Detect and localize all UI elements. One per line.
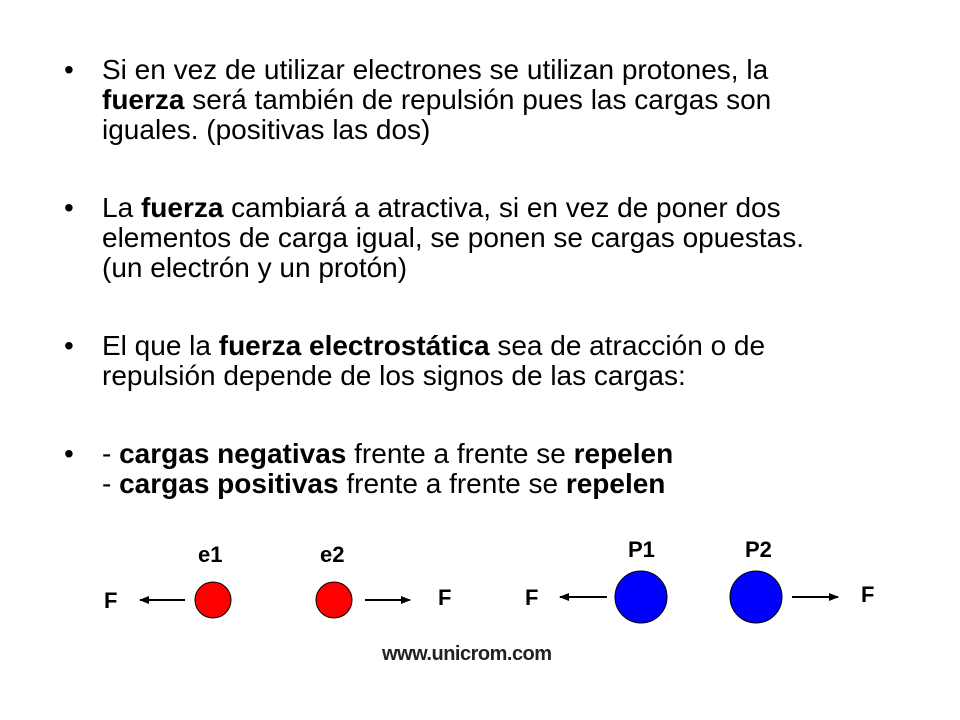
bullet-dot: • (64, 438, 74, 469)
force-label: F (525, 585, 538, 610)
proton-circle (729, 570, 783, 624)
bullet-line: repulsión depende de los signos de las c… (102, 361, 924, 391)
text-run: elementos de carga igual, se ponen se ca… (102, 222, 805, 253)
bullet-line: Si en vez de utilizar electrones se util… (102, 55, 924, 85)
bullet-line: El que la fuerza electrostática sea de a… (102, 331, 924, 361)
text-run-bold: cargas negativas (119, 438, 347, 469)
text-run: frente a frente se (346, 438, 574, 469)
bullet-line: - cargas positivas frente a frente se re… (102, 469, 924, 499)
text-run: - (102, 468, 120, 499)
text-run-bold: repelen (573, 438, 674, 469)
text-run: frente a frente se (338, 468, 566, 499)
force-label: F (861, 582, 874, 607)
watermark-text: www.unicrom.com (381, 643, 552, 665)
text-run: sea de atracción o de (489, 330, 766, 361)
force-label: F (438, 585, 451, 610)
bullet-line: La fuerza cambiará a atractiva, si en ve… (102, 193, 924, 223)
text-run: Si en vez de utilizar electrones se util… (102, 54, 769, 85)
text-run: - (102, 438, 120, 469)
bullet-line: iguales. (positivas las dos) (102, 115, 924, 145)
proton-circle (614, 570, 668, 624)
bullet-dot: • (64, 192, 74, 223)
text-run: será también de repulsión pues las carga… (184, 84, 772, 115)
electron-circle (315, 581, 353, 619)
bullet-item: • El que la fuerza electrostática sea de… (64, 331, 924, 391)
bullet-dot: • (64, 330, 74, 361)
text-run-bold: fuerza electrostática (218, 330, 490, 361)
text-run-bold: fuerza (140, 192, 224, 223)
force-label: F (104, 588, 117, 613)
bullet-dot: • (64, 54, 74, 85)
text-run: iguales. (positivas las dos) (102, 114, 431, 145)
text-run-bold: fuerza (102, 84, 185, 115)
bullet-line: (un electrón y un protón) (102, 253, 924, 283)
bullet-line: fuerza será también de repulsión pues la… (102, 85, 924, 115)
text-run-bold: repelen (565, 468, 666, 499)
electron-circle (194, 581, 232, 619)
text-run: repulsión depende de los signos de las c… (102, 360, 686, 391)
bullet-line: elementos de carga igual, se ponen se ca… (102, 223, 924, 253)
text-run: cambiará a atractiva, si en vez de poner… (223, 192, 781, 223)
text-run-bold: cargas positivas (119, 468, 339, 499)
bullet-line: - cargas negativas frente a frente se re… (102, 439, 924, 469)
bullet-list: • Si en vez de utilizar electrones se ut… (64, 55, 924, 547)
bullet-item: • La fuerza cambiará a atractiva, si en … (64, 193, 924, 283)
bullet-item: • - cargas negativas frente a frente se … (64, 439, 924, 499)
text-run: El que la (102, 330, 219, 361)
text-run: La (102, 192, 141, 223)
text-run: (un electrón y un protón) (102, 252, 408, 283)
bullet-item: • Si en vez de utilizar electrones se ut… (64, 55, 924, 145)
